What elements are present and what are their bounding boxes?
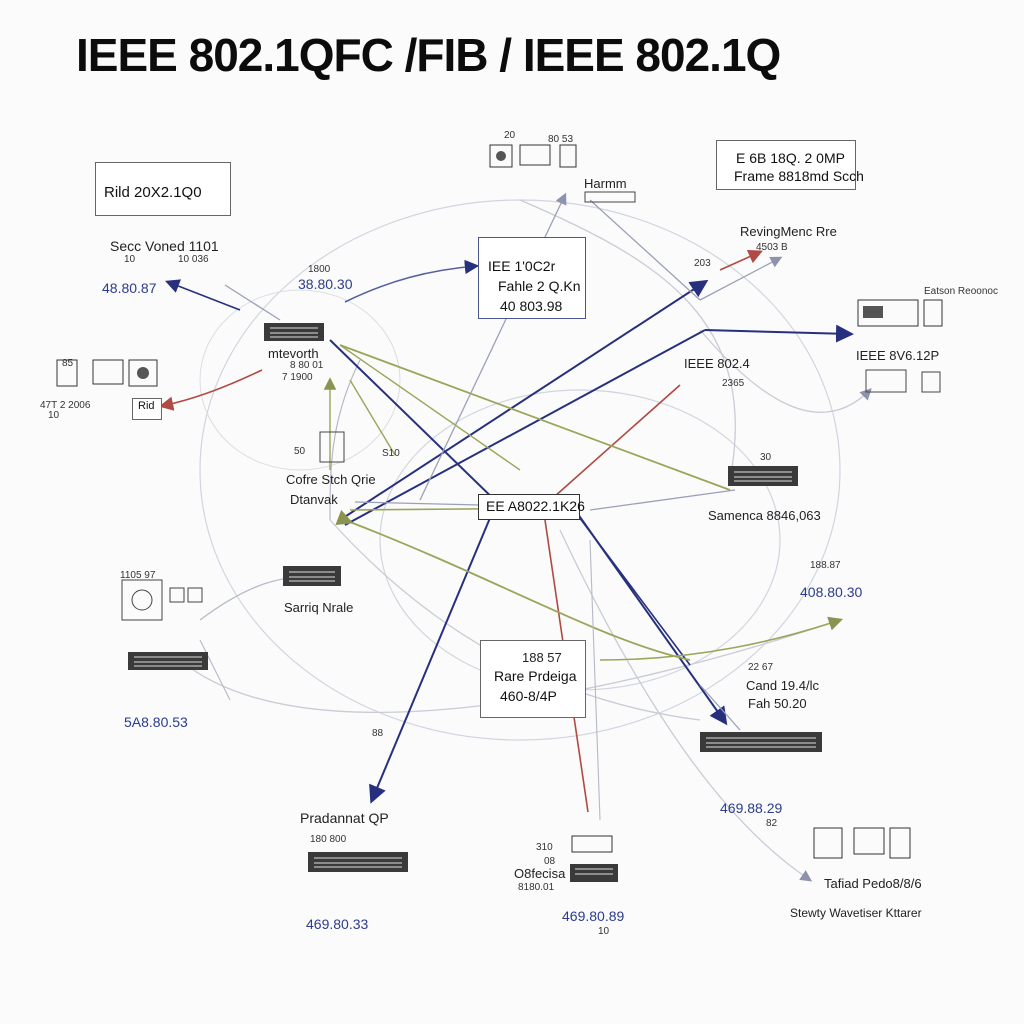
left-mid-box-label: Rid [138, 400, 155, 412]
panel-right-top [857, 299, 943, 327]
diagram-title: IEEE 802.1QFC /FIB / IEEE 802.1Q [76, 29, 781, 81]
panel-right-mid [865, 369, 941, 393]
top-right-label: RevingMenc Rre [740, 224, 837, 239]
bottom-center-label: O8fecisa [514, 866, 566, 881]
center-left-n: 1800 [308, 264, 331, 275]
bottom-left-addr: 469.80.33 [306, 916, 369, 932]
bottom-center-addr: 469.80.89 [562, 908, 625, 924]
bottom-center-n3: 8180.01 [518, 882, 555, 893]
top-left-addr: 48.80.87 [102, 280, 157, 296]
center-left-addr: 38.80.30 [298, 276, 353, 292]
panel-top-center [489, 144, 577, 168]
hub-right-n: 2365 [722, 378, 745, 389]
center-left-n2: 8 80 01 [290, 360, 324, 371]
right-switch-label: Samenca 8846,063 [708, 508, 821, 523]
right-low2-addr: 469.88.29 [720, 800, 783, 816]
core-label1: Cofre Stch Qrie [286, 472, 376, 487]
top-left-n2: 10 036 [178, 254, 209, 265]
center-left-n3: 7 1900 [282, 372, 313, 383]
panel-left-mid [56, 359, 158, 387]
switch-bottom-center [570, 864, 618, 882]
bottom-center-n: 310 [536, 842, 553, 853]
bottom-left-label: Pradannat QP [300, 810, 389, 826]
switch-left-low [128, 652, 208, 670]
top-center-n1: 20 [504, 130, 516, 141]
switch-center-left [264, 323, 324, 341]
left-mid-box [132, 398, 162, 420]
right-low-addr: 408.80.30 [800, 584, 863, 600]
panel-center-left [319, 431, 345, 463]
right-low2-l1: Cand 19.4/lc [746, 678, 819, 693]
top-right-box [716, 140, 856, 190]
core-label2: Dtanvak [290, 492, 338, 507]
panel-top-center-2 [584, 191, 636, 203]
top-left-box [95, 162, 231, 216]
left-switch-label: Sarriq Nrale [284, 600, 354, 615]
core-n2: S10 [382, 448, 400, 459]
right-low2-n2: 82 [766, 818, 778, 829]
center-low-n: 188 57 [522, 650, 562, 665]
left-mid-n2: 47T 2 2006 [40, 400, 91, 411]
right-switch-n: 30 [760, 452, 772, 463]
top-right-n2: 203 [694, 258, 711, 269]
bottom-right-label: Tafiad Pedo8/8/6 [824, 876, 922, 891]
center-left-label: mtevorth [268, 346, 319, 361]
right-top-label: Eatson Reoonoc [924, 286, 998, 297]
right-low2-n: 22 67 [748, 662, 774, 673]
switch-right-low [700, 732, 822, 752]
top-right-box-l1: E 6B 18Q. 2 0MP [736, 150, 845, 166]
center-low-box-l1: Rare Prdeiga [494, 668, 577, 684]
center-low-box-l2: 460-8/4P [500, 688, 557, 704]
left-low-addr: 5A8.80.53 [124, 714, 188, 730]
top-right-box-l2: Frame 8818md Scch [734, 168, 864, 184]
left-mid-n3: 10 [48, 410, 60, 421]
switch-right [728, 466, 798, 486]
bottom-right-label2: Stewty Wavetiser Kttarer [790, 906, 922, 920]
bottom-center-n2: 08 [544, 856, 556, 867]
top-left-n1: 10 [124, 254, 136, 265]
hub-right-label: IEEE 802.4 [684, 356, 750, 371]
panel-bottom-center [571, 835, 613, 853]
right-low2-l2: Fah 50.20 [748, 696, 807, 711]
center-box-l2: Fahle 2 Q.Kn [498, 278, 581, 294]
switch-bottom-left [308, 852, 408, 872]
bottom-center-n4: 10 [598, 926, 610, 937]
center-hub-label: EE A8022.1K26 [486, 498, 585, 514]
center-box [478, 237, 586, 319]
core-n1: 50 [294, 446, 306, 457]
top-center-n2: 80 53 [548, 134, 574, 145]
left-low-n2: 88 [372, 728, 384, 739]
left-mid-n1: 85 [62, 358, 74, 369]
center-box-l1: IEE 1'0C2r [488, 258, 556, 274]
switch-core [283, 566, 341, 586]
right-mid-label: IEEE 8V6.12P [856, 348, 940, 363]
top-left-box-label: Rild 20X2.1Q0 [104, 184, 202, 201]
top-left-sub: Secc Voned 1101 [110, 238, 219, 254]
center-low-box [480, 640, 586, 718]
right-low-n: 188.87 [810, 560, 841, 571]
top-center-label: Harmm [584, 176, 627, 191]
bottom-left-n: 180 800 [310, 834, 347, 845]
center-box-l3: 40 803.98 [500, 298, 563, 314]
panel-bottom-right [813, 827, 911, 859]
left-low-n: 1105 97 [120, 570, 156, 581]
panel-left-low [121, 579, 203, 621]
top-right-n: 4503 B [756, 242, 788, 253]
center-hub-box [478, 494, 580, 520]
